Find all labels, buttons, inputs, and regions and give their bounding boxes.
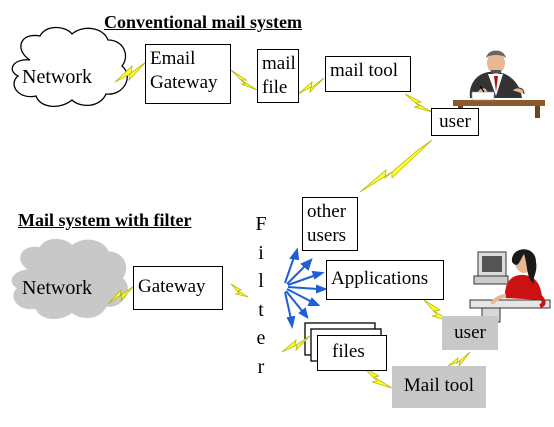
network-cloud-top xyxy=(11,26,128,107)
lightning-bolt-icon xyxy=(281,335,311,353)
lightning-bolt-icon xyxy=(230,283,249,298)
user-label-top: user xyxy=(439,111,471,132)
filter-letter: r xyxy=(257,355,265,378)
lightning-bolt-icon xyxy=(404,93,433,113)
conventional-system-title: Conventional mail system xyxy=(104,12,302,32)
email-gateway-line-2: Gateway xyxy=(150,72,218,93)
other-users-box: other users xyxy=(302,197,358,251)
mail-file-box: mail file xyxy=(257,49,299,103)
network-cloud-bottom xyxy=(11,238,128,319)
lightning-bolt-icon xyxy=(363,367,393,389)
filter-letter: F xyxy=(255,213,267,235)
businessman-at-desk-icon xyxy=(453,50,545,118)
mail-tool-label-bottom: Mail tool xyxy=(403,375,475,396)
applications-box: Applications xyxy=(326,260,444,300)
lightning-bolt-icon xyxy=(359,139,433,193)
mail-tool-box: mail tool xyxy=(325,56,411,92)
mail-file-line-1: mail xyxy=(262,53,296,74)
user-box-bottom: user xyxy=(442,316,498,350)
files-label: files xyxy=(332,341,365,362)
email-gateway-line-1: Email xyxy=(150,48,196,69)
filter-column: F i l t e r xyxy=(250,210,272,381)
applications-label: Applications xyxy=(331,268,429,289)
lightning-bolt-icon xyxy=(230,69,258,91)
email-gateway-box: Email Gateway xyxy=(145,44,231,104)
lightning-bolt-icon xyxy=(447,351,471,367)
other-users-line-1: other xyxy=(307,201,347,222)
files-box: files xyxy=(317,335,387,371)
lightning-bolt-icon xyxy=(297,77,325,95)
gateway-box: Gateway xyxy=(133,266,223,310)
filter-letter: i xyxy=(258,241,264,264)
user-box-top: user xyxy=(431,108,479,136)
filtered-system-title: Mail system with filter xyxy=(18,210,192,230)
gateway-label: Gateway xyxy=(138,276,206,297)
user-label-bottom: user xyxy=(454,322,486,343)
mail-file-line-2: file xyxy=(262,77,288,98)
filter-letter: l xyxy=(258,270,264,292)
mail-tool-label: mail tool xyxy=(330,60,399,81)
mail-tool-box-bottom: Mail tool xyxy=(392,366,486,408)
fan-out-arrows-icon xyxy=(284,247,328,329)
network-label-bottom: Network xyxy=(22,277,92,299)
lightning-bolts xyxy=(107,61,471,389)
filter-letter: e xyxy=(256,327,266,349)
other-users-line-2: users xyxy=(307,225,347,246)
filter-letter: t xyxy=(258,298,264,321)
woman-at-computer-icon xyxy=(469,249,551,323)
network-label-top: Network xyxy=(22,66,92,88)
